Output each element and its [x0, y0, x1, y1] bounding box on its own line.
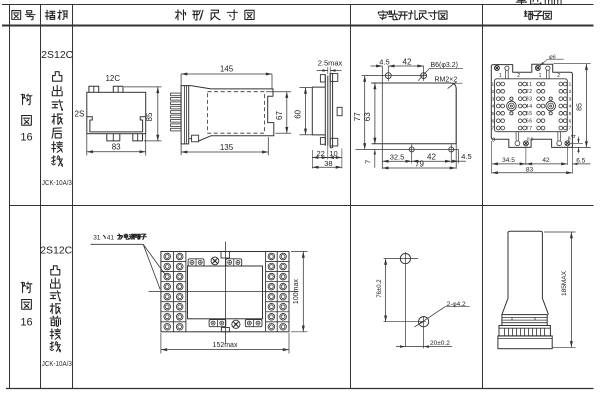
svg-text:φ6: φ6 — [549, 54, 557, 60]
svg-text:31: 31 — [93, 234, 101, 241]
svg-text:B6(φ3.2): B6(φ3.2) — [431, 62, 459, 69]
svg-text:6: 6 — [569, 118, 572, 124]
svg-text:77: 77 — [353, 112, 362, 121]
svg-text:mm: mm — [544, 0, 562, 8]
svg-text:4: 4 — [526, 104, 529, 110]
svg-text:16: 16 — [20, 132, 32, 144]
svg-text:3: 3 — [526, 97, 529, 103]
svg-text:7: 7 — [491, 126, 494, 132]
svg-text:42: 42 — [403, 57, 412, 66]
svg-text:2S: 2S — [75, 110, 85, 119]
svg-text:7: 7 — [529, 126, 532, 132]
svg-text:8: 8 — [568, 137, 571, 143]
svg-text:42: 42 — [427, 152, 436, 161]
svg-text:135: 135 — [220, 143, 234, 152]
svg-text:2: 2 — [517, 73, 520, 79]
svg-text:2: 2 — [491, 89, 494, 95]
svg-text:4.5: 4.5 — [379, 57, 389, 66]
svg-text:2S12C: 2S12C — [41, 49, 74, 61]
svg-text:5: 5 — [569, 111, 572, 117]
svg-text:1: 1 — [526, 82, 529, 88]
svg-text:1: 1 — [569, 82, 572, 88]
svg-text:2: 2 — [526, 89, 529, 95]
svg-text:16: 16 — [20, 317, 32, 329]
svg-text:8: 8 — [531, 137, 534, 142]
svg-text:22: 22 — [317, 149, 325, 158]
svg-text:20±0.2: 20±0.2 — [430, 340, 450, 347]
svg-text:1: 1 — [529, 82, 532, 88]
svg-text:3: 3 — [529, 97, 532, 103]
svg-text:8: 8 — [492, 137, 495, 143]
svg-text:1: 1 — [491, 82, 494, 88]
svg-text:79: 79 — [415, 159, 424, 168]
svg-text:1: 1 — [539, 73, 542, 79]
svg-text:85: 85 — [577, 103, 584, 111]
svg-text:2: 2 — [569, 89, 572, 95]
svg-text:JCK-10A/3: JCK-10A/3 — [42, 178, 72, 187]
svg-text:152max: 152max — [213, 342, 238, 349]
svg-text:2: 2 — [557, 73, 560, 79]
svg-text:5: 5 — [529, 111, 532, 117]
svg-text:4: 4 — [529, 104, 532, 110]
svg-text:4: 4 — [491, 104, 494, 110]
svg-text:4: 4 — [569, 104, 572, 110]
svg-text:3: 3 — [569, 96, 572, 102]
svg-text:4: 4 — [571, 134, 577, 138]
svg-text:42: 42 — [542, 157, 550, 164]
svg-text:7: 7 — [363, 160, 372, 164]
svg-text:JCK-10A/3: JCK-10A/3 — [42, 359, 72, 368]
svg-text:RM2×2: RM2×2 — [435, 77, 458, 84]
svg-text:83: 83 — [526, 166, 534, 173]
svg-text:5: 5 — [526, 111, 529, 117]
svg-text:6.5: 6.5 — [576, 157, 585, 164]
svg-text:2S12C: 2S12C — [40, 245, 73, 257]
svg-text:10: 10 — [329, 149, 337, 158]
svg-text:76±0.2: 76±0.2 — [377, 279, 383, 298]
svg-text:6: 6 — [526, 119, 529, 125]
svg-text:4.5: 4.5 — [461, 152, 471, 161]
svg-text:100max: 100max — [293, 279, 300, 304]
svg-text:67: 67 — [275, 111, 284, 120]
svg-text:6: 6 — [491, 118, 494, 124]
svg-text:185MAX: 185MAX — [561, 270, 568, 296]
svg-text:34.5: 34.5 — [502, 157, 515, 164]
svg-text:2: 2 — [529, 89, 532, 95]
svg-text:7: 7 — [569, 126, 572, 132]
svg-text:7: 7 — [526, 126, 529, 132]
svg-text:1: 1 — [499, 73, 502, 79]
svg-text:2-φ4.2: 2-φ4.2 — [447, 301, 466, 308]
svg-text:83: 83 — [112, 142, 121, 151]
svg-text:6: 6 — [529, 119, 532, 125]
svg-text:32.5: 32.5 — [390, 152, 405, 161]
svg-text:12C: 12C — [105, 74, 120, 83]
svg-text:85: 85 — [145, 112, 154, 121]
svg-text:5: 5 — [491, 111, 494, 117]
svg-text:2.5max: 2.5max — [318, 58, 343, 67]
svg-text:8: 8 — [527, 137, 530, 142]
svg-text:60: 60 — [293, 109, 302, 118]
svg-text:38: 38 — [324, 159, 332, 168]
svg-text:3: 3 — [491, 96, 494, 102]
svg-text:145: 145 — [220, 65, 234, 74]
svg-text:41: 41 — [107, 234, 115, 241]
svg-text:63: 63 — [363, 112, 372, 121]
